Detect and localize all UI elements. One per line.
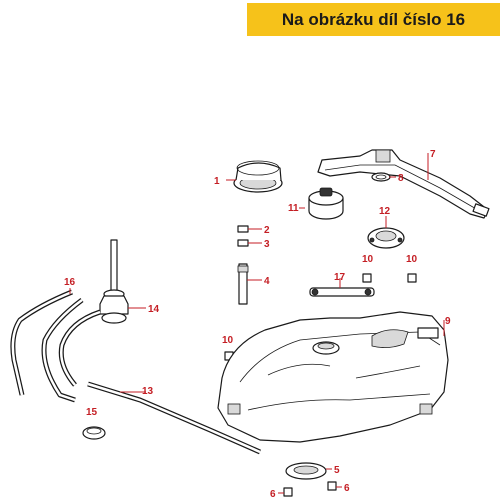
callout-17: 17 (334, 272, 346, 283)
callout-6b: 6 (344, 483, 350, 494)
callout-labels: 1 2 3 4 5 6 6 7 8 9 10 10 10 11 12 13 14… (64, 149, 451, 500)
part-6-screw-b[interactable] (327, 481, 337, 491)
part-5-mount-bracket[interactable] (285, 462, 327, 480)
part-16-fuel-hose[interactable] (10, 289, 101, 403)
callout-5: 5 (334, 465, 340, 476)
callout-7: 7 (430, 149, 436, 160)
part-3-grommet[interactable] (237, 239, 249, 247)
callout-10c: 10 (222, 335, 234, 346)
callout-4: 4 (264, 276, 270, 287)
callout-9: 9 (445, 316, 451, 327)
part-8-oring[interactable] (371, 172, 391, 182)
banner-text: Na obrázku díl číslo 16 (281, 9, 466, 29)
callout-15: 15 (86, 407, 98, 418)
part-14-fuel-valve[interactable] (99, 239, 129, 324)
callout-6a: 6 (270, 489, 276, 500)
callout-13: 13 (142, 386, 154, 397)
callout-2: 2 (264, 225, 270, 236)
part-12-rollover-valve[interactable] (367, 227, 405, 249)
callout-16: 16 (64, 277, 76, 288)
part-2-clip[interactable] (237, 225, 249, 233)
callout-leader-lines (69, 153, 445, 494)
callout-12: 12 (379, 206, 391, 217)
callout-11: 11 (288, 203, 299, 214)
callout-1: 1 (214, 176, 220, 187)
part-number-banner: Na obrázku díl číslo 16 (247, 3, 500, 36)
callout-10b: 10 (406, 254, 418, 265)
callout-3: 3 (264, 239, 270, 250)
callout-10a: 10 (362, 254, 374, 265)
part-10-bolt-b[interactable] (407, 273, 417, 283)
part-6-screw-a[interactable] (283, 487, 293, 497)
part-11-fuel-cap[interactable] (308, 187, 344, 220)
part-17-hose[interactable] (309, 287, 375, 297)
part-1-filler-ring[interactable] (233, 160, 283, 193)
callout-8: 8 (398, 173, 404, 184)
part-9-fuel-tank[interactable] (217, 311, 449, 443)
part-4-breather-tube[interactable] (237, 263, 249, 305)
part-10-bolt-a[interactable] (362, 273, 372, 283)
part-7-fuel-sender[interactable] (317, 149, 490, 219)
part-13-drain-hose[interactable] (87, 381, 262, 455)
part-15-hose-clamp[interactable] (82, 426, 106, 440)
callout-14: 14 (148, 304, 160, 315)
